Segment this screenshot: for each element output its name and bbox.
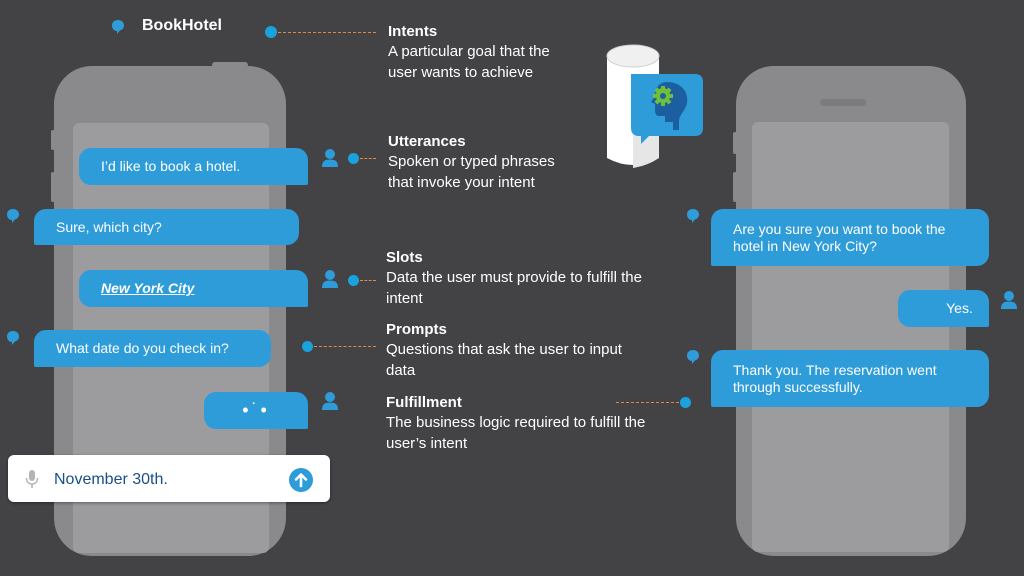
concept-title-prompts: Prompts xyxy=(386,321,447,338)
concept-desc-intents: A particular goal that the user wants to… xyxy=(388,43,550,81)
chat-bubble-icon xyxy=(7,209,19,223)
chat-bubble-icon xyxy=(687,209,699,223)
left-phone-speaker xyxy=(212,62,248,68)
user-slot-bubble: New York City xyxy=(79,270,308,307)
right-phone-button xyxy=(733,172,737,202)
concept-title-intents: Intents xyxy=(388,23,438,40)
send-arrow-icon[interactable] xyxy=(288,467,314,493)
connector-dot-intents xyxy=(265,26,277,38)
gear-icon xyxy=(653,86,673,106)
app-title: BookHotel xyxy=(142,17,222,34)
connector-dot-prompts xyxy=(302,341,313,352)
user-icon xyxy=(322,270,338,288)
connector-line-fulfillment xyxy=(616,402,679,403)
user-message-bubble: I’d like to book a hotel. xyxy=(79,148,308,185)
connector-line-slots xyxy=(360,280,376,281)
chat-bubble-icon xyxy=(7,331,19,345)
concept-title-fulfillment: Fulfillment xyxy=(386,394,462,411)
connector-dot-utterances xyxy=(348,153,359,164)
microphone-icon[interactable] xyxy=(25,469,39,489)
user-confirm-bubble: Yes. xyxy=(898,290,989,327)
user-icon xyxy=(1001,291,1017,309)
concept-desc-utterances: Spoken or typed phrases that invoke your… xyxy=(388,153,555,191)
bot-message-bubble: Sure, which city? xyxy=(34,209,299,245)
user-confirm-text: Yes. xyxy=(946,300,973,316)
right-phone-speaker xyxy=(820,99,866,106)
concept-desc-fulfillment: The business logic required to fulfill t… xyxy=(386,414,646,452)
left-phone-button xyxy=(51,172,55,202)
bot-prompt-bubble: What date do you check in? xyxy=(34,330,271,367)
connector-dot-slots xyxy=(348,275,359,286)
left-phone-button xyxy=(51,130,55,150)
chat-bubble-icon xyxy=(687,350,699,364)
concept-desc-slots: Data the user must provide to fulfill th… xyxy=(386,269,642,307)
bot-fulfillment-bubble: Thank you. The reservation went through … xyxy=(711,350,989,407)
user-icon xyxy=(322,149,338,167)
concept-title-slots: Slots xyxy=(386,249,423,266)
connector-dot-fulfillment xyxy=(680,397,691,408)
typing-indicator-bubble: •˙• xyxy=(204,392,308,429)
connector-line-utterances xyxy=(360,158,376,159)
message-input-bar[interactable] xyxy=(8,455,330,502)
concept-title-utterances: Utterances xyxy=(388,133,466,150)
connector-line-intents xyxy=(278,32,376,33)
message-input-value[interactable]: November 30th. xyxy=(54,471,168,488)
slot-value-text: New York City xyxy=(101,280,195,296)
right-phone-button xyxy=(733,132,737,154)
right-phone-screen xyxy=(752,122,949,552)
user-icon xyxy=(322,392,338,410)
bot-confirm-bubble: Are you sure you want to book the hotel … xyxy=(711,209,989,266)
chat-bubble-icon xyxy=(112,20,124,34)
typing-dots: •˙• xyxy=(242,400,270,420)
concept-desc-prompts: Questions that ask the user to input dat… xyxy=(386,341,622,379)
connector-line-prompts xyxy=(314,346,376,347)
